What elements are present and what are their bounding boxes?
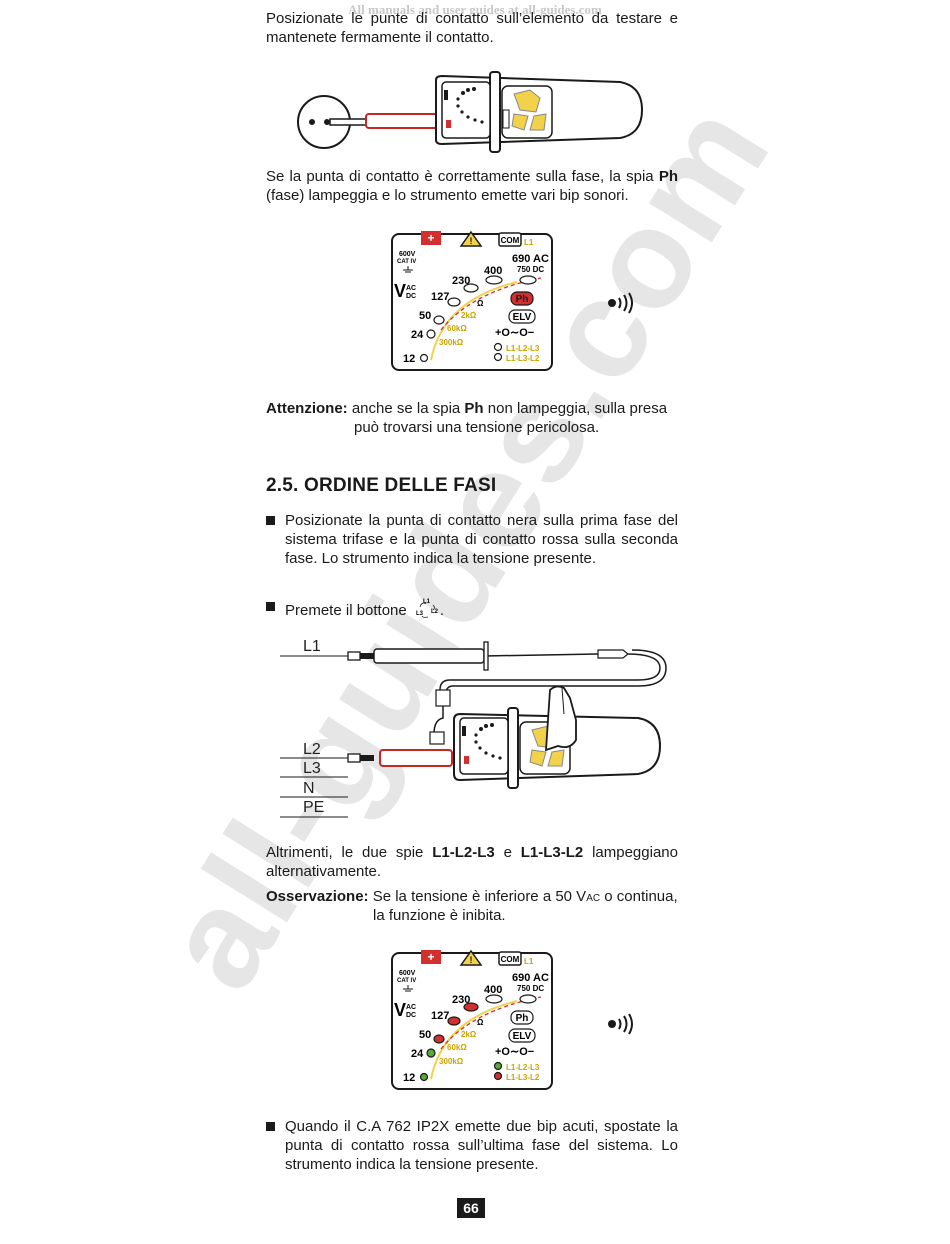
- svg-text:DC: DC: [406, 1012, 416, 1019]
- svg-text:127: 127: [431, 291, 449, 303]
- svg-text:CAT IV: CAT IV: [397, 978, 416, 984]
- svg-text:+O∼O−: +O∼O−: [495, 327, 534, 339]
- phase-label-n: N: [303, 780, 315, 797]
- svg-text:400: 400: [484, 984, 502, 996]
- svg-text:AC: AC: [406, 285, 416, 292]
- ph-label: Ph: [658, 168, 678, 185]
- display-panel-sequence: + ! COM L1 600V CAT IV V AC DC 12 24 50 …: [391, 949, 553, 1090]
- attention-note: Attenzione: anche se la spia Ph non lamp…: [266, 400, 668, 417]
- bullet-marker: [266, 602, 275, 611]
- svg-text:2kΩ: 2kΩ: [461, 1030, 477, 1039]
- figure-socket-test: [297, 71, 644, 153]
- phase-label-l2: L2: [303, 741, 321, 758]
- svg-text:L1: L1: [423, 599, 431, 605]
- svg-text:DC: DC: [406, 293, 416, 300]
- svg-text:750 DC: 750 DC: [517, 984, 544, 993]
- display-panel-ph: + ! COM L1 600V CAT IV V AC DC 12 24 50 …: [391, 230, 553, 371]
- phase-label-l1: L1: [303, 638, 321, 655]
- attention-note-line2: può trovarsi una tensione pericolosa.: [354, 419, 600, 436]
- svg-text:12: 12: [403, 1072, 415, 1084]
- paragraph-contact: Posizionate le punte di contatto sull’el…: [266, 10, 678, 46]
- phase-label-pe: PE: [303, 799, 325, 816]
- svg-text:Ω: Ω: [477, 1018, 484, 1027]
- svg-text:60kΩ: 60kΩ: [447, 1043, 467, 1052]
- svg-text:400: 400: [484, 265, 502, 277]
- ph-indicator: Ph: [516, 294, 529, 305]
- section-title: 2.5. ORDINE DELLE FASI: [266, 475, 497, 496]
- svg-text:Ph: Ph: [516, 1013, 529, 1024]
- sound-icon: [608, 292, 633, 314]
- svg-text:300kΩ: 300kΩ: [439, 1057, 464, 1066]
- svg-text:!: !: [470, 955, 473, 965]
- svg-text:L2: L2: [431, 609, 439, 615]
- svg-text:127: 127: [431, 1010, 449, 1022]
- watermark-top-note: All manuals and user guides at all-guide…: [348, 2, 602, 17]
- com-label: COM: [501, 236, 520, 245]
- plus-label: +: [427, 231, 434, 245]
- svg-text:50: 50: [419, 1029, 431, 1041]
- svg-text:600V: 600V: [399, 970, 416, 977]
- svg-text:12: 12: [403, 353, 415, 365]
- svg-text:Ω: Ω: [477, 299, 484, 308]
- figure-three-phase: [280, 641, 667, 818]
- svg-text:L1: L1: [524, 957, 534, 966]
- svg-text:!: !: [470, 236, 473, 246]
- elv-indicator: ELV: [513, 312, 532, 323]
- svg-text:50: 50: [419, 310, 431, 322]
- svg-text:690 AC: 690 AC: [512, 253, 549, 265]
- svg-text:230: 230: [452, 275, 470, 287]
- page-number: 66: [457, 1198, 485, 1218]
- svg-text:300kΩ: 300kΩ: [439, 338, 464, 347]
- bullet-marker: [266, 516, 275, 525]
- svg-text:230: 230: [452, 994, 470, 1006]
- svg-text:CAT IV: CAT IV: [397, 259, 416, 265]
- svg-text:+: +: [427, 950, 434, 964]
- paragraph-alternate: Altrimenti, le due spie L1-L2-L3 e L1-L3…: [266, 844, 678, 880]
- svg-text:24: 24: [411, 329, 424, 341]
- sound-icon: [608, 1013, 633, 1035]
- svg-text:L1-L3-L2: L1-L3-L2: [506, 1073, 540, 1082]
- bullet-last-phase: Quando il C.A 762 IP2X emette due bip ac…: [266, 1117, 678, 1174]
- svg-text:24: 24: [411, 1048, 424, 1060]
- svg-text:ELV: ELV: [513, 1031, 532, 1042]
- svg-text:V: V: [394, 281, 406, 301]
- svg-text:750 DC: 750 DC: [517, 265, 544, 274]
- paragraph-phase-blink: Se la punta di contatto è correttamente …: [266, 168, 678, 204]
- svg-text:L3: L3: [416, 611, 424, 617]
- bullet-black-probe: Posizionate la punta di contatto nera su…: [266, 511, 678, 568]
- svg-text:COM: COM: [501, 955, 520, 964]
- l1-label: L1: [524, 238, 534, 247]
- svg-text:AC: AC: [406, 1004, 416, 1011]
- observation-note: Osservazione: Se la tensione è inferiore…: [266, 888, 678, 905]
- svg-text:600V: 600V: [399, 251, 416, 258]
- bullet-press-button: Premete il bottone L1 L3 L2 .: [266, 597, 678, 620]
- svg-text:690 AC: 690 AC: [512, 972, 549, 984]
- bullet-marker: [266, 1122, 275, 1131]
- svg-text:+O∼O−: +O∼O−: [495, 1046, 534, 1058]
- svg-text:60kΩ: 60kΩ: [447, 324, 467, 333]
- svg-text:2kΩ: 2kΩ: [461, 311, 477, 320]
- svg-text:L1-L2-L3: L1-L2-L3: [506, 1063, 540, 1072]
- observation-note-line2: la funzione è inibita.: [373, 907, 506, 924]
- phase-label-l3: L3: [303, 760, 321, 777]
- svg-text:V: V: [394, 1000, 406, 1020]
- phase-rotation-icon: L1 L3 L2: [416, 599, 439, 618]
- svg-text:L1-L3-L2: L1-L3-L2: [506, 354, 540, 363]
- svg-text:L1-L2-L3: L1-L2-L3: [506, 344, 540, 353]
